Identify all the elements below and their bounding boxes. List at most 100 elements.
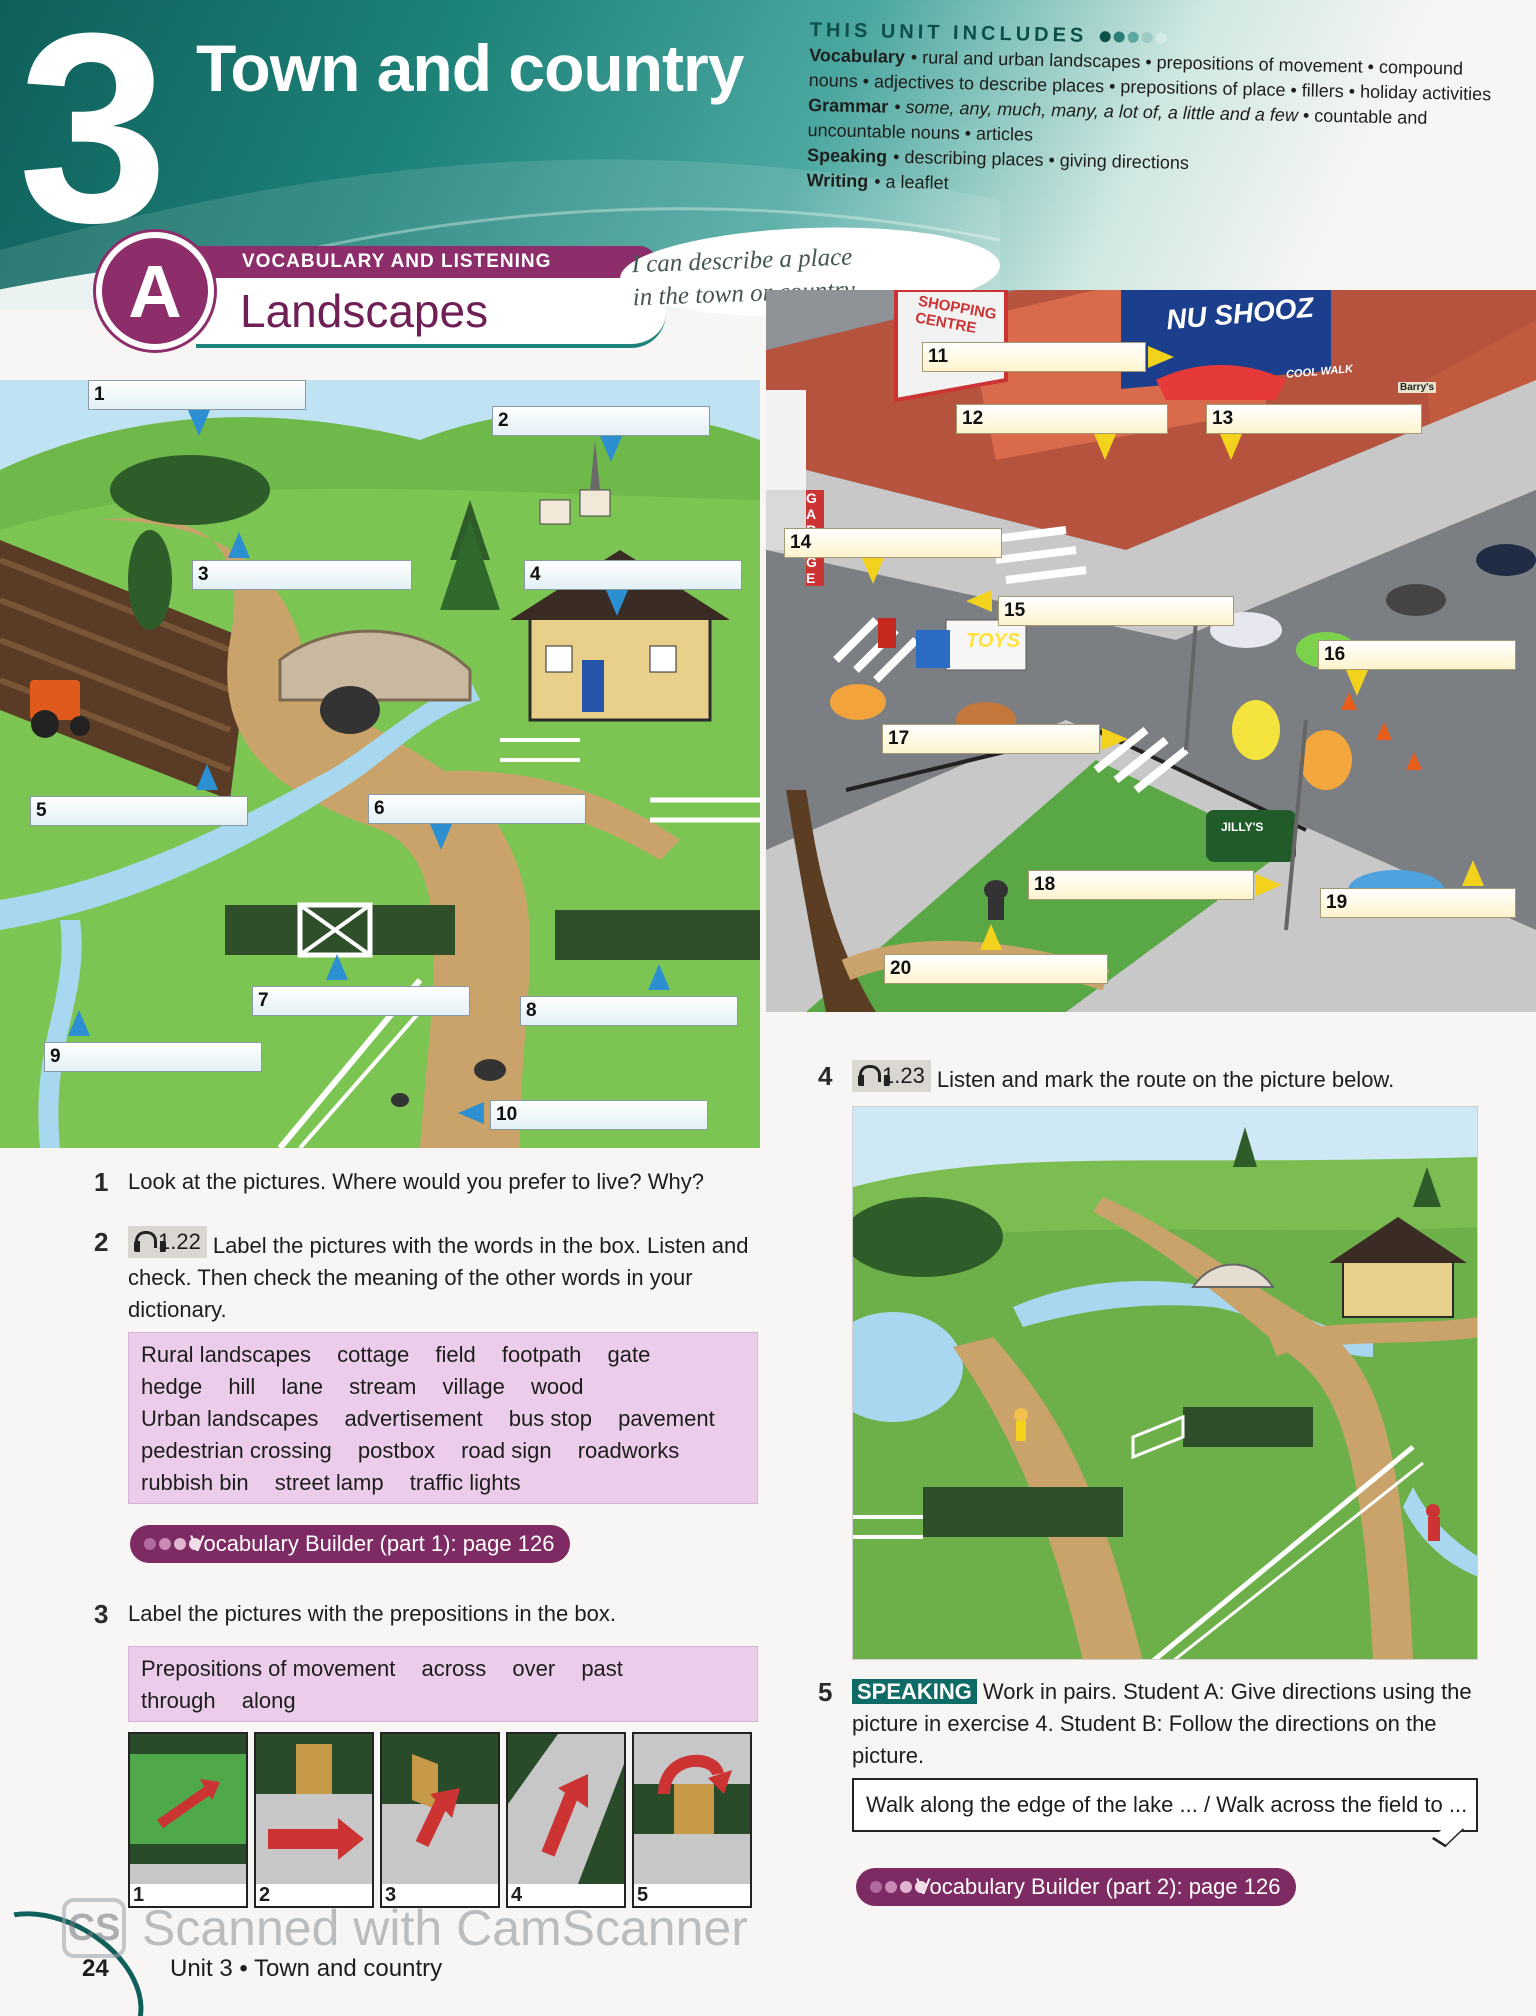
word: bus stop	[508, 1406, 592, 1431]
word: pedestrian crossing	[141, 1438, 332, 1463]
country-label-5[interactable]: 5	[30, 796, 248, 826]
preposition-panel-1[interactable]: 1	[128, 1732, 248, 1908]
pointer-arrow-icon	[862, 558, 884, 584]
preposition-panel-2[interactable]: 2	[254, 1732, 374, 1908]
route-map-drawing	[853, 1107, 1477, 1659]
country-label-7[interactable]: 7	[252, 986, 470, 1016]
word: traffic lights	[409, 1470, 521, 1495]
preposition-panels: 1 2 3 4 5	[128, 1732, 758, 1908]
town-label-11[interactable]: 11	[922, 342, 1146, 372]
pointer-arrow-icon	[606, 590, 628, 616]
word: footpath	[501, 1342, 582, 1367]
preposition-panel-4[interactable]: 4	[506, 1732, 626, 1908]
word: through	[141, 1688, 216, 1713]
pointer-arrow-icon	[966, 590, 992, 612]
countryside-drawing	[0, 380, 760, 1148]
shop-small-sign: Barry's	[1398, 382, 1437, 393]
route-illustration[interactable]	[852, 1106, 1478, 1660]
pointer-arrow-icon	[1094, 434, 1116, 460]
along-arrow-icon	[508, 1734, 624, 1884]
town-label-12[interactable]: 12	[956, 404, 1168, 434]
pointer-arrow-icon	[1346, 670, 1368, 696]
speaking-tag: SPEAKING	[852, 1679, 977, 1704]
unit-includes: THIS UNIT INCLUDES Vocabulary• rural and…	[806, 18, 1510, 208]
preposition-panel-3[interactable]: 3	[380, 1732, 500, 1908]
word-box-prepositions: Prepositions of movement across over pas…	[128, 1646, 758, 1722]
town-illustration: SHOPPING CENTRE NU SHOOZ COOL WALK Barry…	[766, 290, 1536, 1012]
word: advertisement	[344, 1406, 483, 1431]
audio-track[interactable]: 1.22	[128, 1226, 207, 1258]
audio-track[interactable]: 1.23	[852, 1060, 931, 1092]
vocabulary-builder-link-1[interactable]: Vocabulary Builder (part 1): page 126	[130, 1525, 571, 1563]
exercise-3: 3 Label the pictures with the prepositio…	[94, 1599, 616, 1629]
pointer-arrow-icon	[196, 764, 218, 790]
page-number: 24	[82, 1955, 109, 1982]
town-label-19[interactable]: 19	[1320, 888, 1516, 918]
scanner-watermark: CS Scanned with CamScanner	[62, 1898, 748, 1958]
word: village	[442, 1374, 505, 1399]
word: past	[581, 1656, 623, 1681]
toy-van-sign: TOYS	[966, 630, 1021, 652]
country-label-2[interactable]: 2	[492, 406, 710, 436]
word: pavement	[618, 1406, 715, 1431]
pointer-arrow-icon	[326, 954, 348, 980]
town-label-18[interactable]: 18	[1028, 870, 1254, 900]
country-label-1[interactable]: 1	[88, 380, 306, 410]
word: gate	[607, 1342, 651, 1367]
unit-title: Town and country	[196, 31, 744, 105]
country-label-4[interactable]: 4	[524, 560, 742, 590]
word: road sign	[461, 1438, 552, 1463]
country-label-9[interactable]: 9	[44, 1042, 262, 1072]
word: street lamp	[274, 1470, 384, 1495]
pointer-arrow-icon	[1102, 728, 1128, 750]
pointer-arrow-icon	[600, 436, 622, 462]
town-label-17[interactable]: 17	[882, 724, 1100, 754]
town-label-16[interactable]: 16	[1318, 640, 1516, 670]
country-label-3[interactable]: 3	[192, 560, 412, 590]
headphones-icon	[134, 1231, 166, 1253]
word: postbox	[357, 1438, 435, 1463]
progress-dots-icon	[870, 1881, 927, 1893]
town-label-14[interactable]: 14	[784, 528, 1002, 558]
past-arrow-icon	[256, 1734, 372, 1884]
pointer-arrow-icon	[68, 1010, 90, 1036]
pointer-arrow-icon	[1462, 860, 1484, 886]
pointer-arrow-icon	[458, 1102, 484, 1124]
pointer-arrow-icon	[188, 410, 210, 436]
town-label-20[interactable]: 20	[884, 954, 1108, 984]
town-label-15[interactable]: 15	[998, 596, 1234, 626]
word: over	[512, 1656, 556, 1681]
car-sign: JILLY'S	[1221, 820, 1264, 834]
word: hedge	[141, 1374, 203, 1399]
country-label-10[interactable]: 10	[490, 1100, 708, 1130]
country-label-8[interactable]: 8	[520, 996, 738, 1026]
pointer-arrow-icon	[228, 532, 250, 558]
over-arrow-icon	[634, 1734, 750, 1884]
example-speech-bubble: Walk along the edge of the lake ... / Wa…	[852, 1778, 1478, 1832]
unit-number: 3	[18, 0, 168, 279]
pointer-arrow-icon	[1148, 346, 1174, 368]
word-box-landscapes: Rural landscapes cottage field footpath …	[128, 1332, 758, 1504]
across-arrow-icon	[130, 1734, 246, 1884]
progress-dots-icon	[1099, 31, 1167, 44]
vocabulary-builder-link-2[interactable]: Vocabulary Builder (part 2): page 126	[856, 1868, 1297, 1906]
watermark-text: Scanned with CamScanner	[142, 1900, 748, 1956]
word: along	[241, 1688, 296, 1713]
word: hill	[228, 1374, 256, 1399]
word: across	[421, 1656, 487, 1681]
running-footer: Unit 3 • Town and country	[170, 1955, 443, 1982]
pointer-arrow-icon	[1220, 434, 1242, 460]
word: cottage	[337, 1342, 410, 1367]
preposition-panel-5[interactable]: 5	[632, 1732, 752, 1908]
town-label-13[interactable]: 13	[1206, 404, 1422, 434]
word: wood	[530, 1374, 584, 1399]
section-category: VOCABULARY AND LISTENING	[196, 246, 656, 278]
section-letter: A	[96, 232, 214, 350]
headphones-icon	[858, 1065, 890, 1087]
pointer-arrow-icon	[430, 824, 452, 850]
through-arrow-icon	[382, 1734, 498, 1884]
country-label-6[interactable]: 6	[368, 794, 586, 824]
